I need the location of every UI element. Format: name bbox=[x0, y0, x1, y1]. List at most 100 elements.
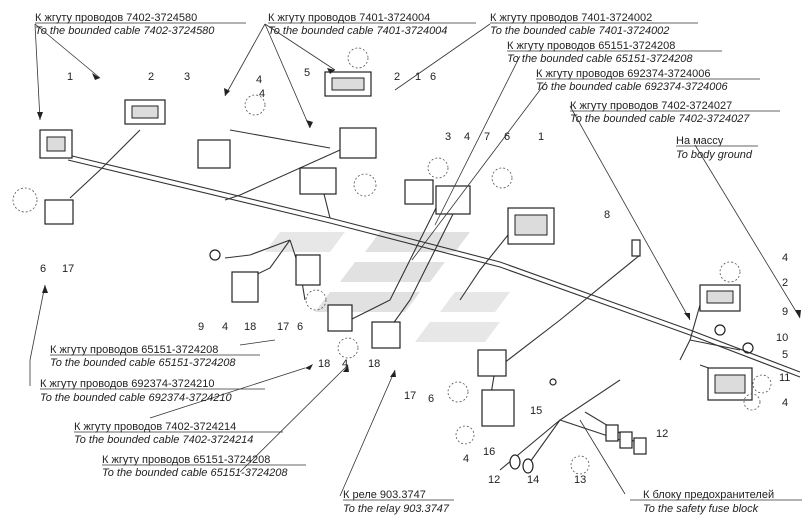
svg-text:К жгуту проводов 65151-3724208: К жгуту проводов 65151-3724208 bbox=[102, 454, 270, 466]
part-number: 18 bbox=[368, 358, 380, 370]
ring-terminal-10 bbox=[742, 342, 754, 354]
svg-text:To body ground: To body ground bbox=[676, 149, 753, 161]
svg-text:To the bounded cable 7401-3724: To the bounded cable 7401-3724002 bbox=[490, 25, 669, 37]
part-number: 4 bbox=[464, 131, 470, 143]
svg-text:К жгуту проводов 7401-3724002: К жгуту проводов 7401-3724002 bbox=[490, 12, 652, 24]
connector-5-mid bbox=[299, 167, 337, 195]
callout-692374-3724006: К жгуту проводов 692374-3724006 To the b… bbox=[536, 68, 760, 93]
svg-text:К жгуту проводов 692374-372421: К жгуту проводов 692374-3724210 bbox=[40, 378, 214, 390]
part-number: 1 bbox=[415, 71, 421, 83]
callout-7402-3724027: К жгуту проводов 7402-3724027 To the bou… bbox=[570, 100, 780, 125]
ring-terminal-9-right bbox=[714, 324, 726, 336]
callouts: К жгуту проводов 7402-3724580 To the bou… bbox=[35, 12, 802, 515]
svg-text:To the bounded cable 692374-37: To the bounded cable 692374-3724006 bbox=[536, 81, 729, 93]
part-number: 4 bbox=[342, 358, 348, 370]
part-number: 4 bbox=[782, 252, 788, 264]
part-number: 11 bbox=[779, 372, 790, 384]
part-number: 2 bbox=[148, 71, 154, 83]
callout-7401-3724002: К жгуту проводов 7401-3724002 To the bou… bbox=[490, 12, 698, 37]
svg-text:К жгуту проводов 7402-3724027: К жгуту проводов 7402-3724027 bbox=[570, 100, 732, 112]
part-number: 17 bbox=[277, 321, 289, 333]
part-number: 2 bbox=[782, 277, 788, 289]
part-number: 4 bbox=[259, 88, 265, 100]
part-number: 12 bbox=[488, 474, 500, 486]
connector-18-mid bbox=[327, 304, 353, 332]
terminal-12-b bbox=[619, 431, 633, 449]
part-number: 3 bbox=[184, 71, 190, 83]
connector-18-left bbox=[231, 271, 259, 303]
connector-17-left bbox=[44, 199, 74, 225]
part-number: 4 bbox=[782, 397, 788, 409]
callout-7401-3724004: К жгуту проводов 7401-3724004 To the bou… bbox=[268, 12, 476, 37]
part-number: 6 bbox=[504, 131, 510, 143]
svg-text:К жгуту проводов 65151-3724208: К жгуту проводов 65151-3724208 bbox=[50, 344, 218, 356]
detail-circles bbox=[12, 47, 772, 475]
svg-text:К жгуту проводов 7402-3724214: К жгуту проводов 7402-3724214 bbox=[74, 421, 236, 433]
svg-text:To the bounded cable 7402-3724: To the bounded cable 7402-3724027 bbox=[570, 113, 750, 125]
connector-3-mid bbox=[404, 179, 434, 205]
connector-1-top bbox=[339, 127, 377, 159]
part-number: 6 bbox=[428, 393, 434, 405]
part-number: 13 bbox=[574, 474, 586, 486]
callout-65151-3724208-left: К жгуту проводов 65151-3724208 To the bo… bbox=[50, 344, 260, 369]
terminal-12-d bbox=[509, 454, 521, 470]
svg-text:To the bounded cable 7401-3724: To the bounded cable 7401-3724004 bbox=[268, 25, 447, 37]
part-number: 4 bbox=[463, 453, 469, 465]
svg-text:To the bounded cable 65151-372: To the bounded cable 65151-3724208 bbox=[50, 357, 236, 369]
part-number: 4 bbox=[222, 321, 228, 333]
part-number: 17 bbox=[62, 263, 74, 275]
part-number: 14 bbox=[527, 474, 539, 486]
arrowheads bbox=[37, 68, 801, 377]
part-number: 4 bbox=[256, 74, 262, 86]
part-number: 12 bbox=[656, 428, 668, 440]
connector-3-top bbox=[197, 139, 231, 169]
part-number: 15 bbox=[530, 405, 542, 417]
svg-text:К блоку предохранителей: К блоку предохранителей bbox=[643, 489, 774, 501]
callout-body-ground: На массу To body ground bbox=[676, 135, 758, 161]
svg-text:To the bounded cable 65151-372: To the bounded cable 65151-3724208 bbox=[102, 467, 288, 479]
harness-trunk bbox=[67, 129, 801, 471]
part-number: 9 bbox=[782, 306, 788, 318]
svg-text:To the bounded cable 65151-372: To the bounded cable 65151-3724208 bbox=[507, 53, 693, 65]
terminal-12-c bbox=[633, 437, 647, 455]
callout-692374-3724210: К жгуту проводов 692374-3724210 To the b… bbox=[40, 378, 265, 404]
connector-16 bbox=[481, 389, 515, 427]
svg-text:To the safety fuse block: To the safety fuse block bbox=[643, 503, 759, 515]
part-number: 16 bbox=[483, 446, 495, 458]
part-numbers: 1 2 3 4 5 6 2 1 3 4 7 6 1 4 6 17 9 4 18 … bbox=[40, 67, 790, 486]
part-number: 5 bbox=[782, 349, 788, 361]
connectors bbox=[39, 71, 754, 474]
svg-text:К жгуту проводов 692374-372400: К жгуту проводов 692374-3724006 bbox=[536, 68, 710, 80]
callout-7402-3724580: К жгуту проводов 7402-3724580 To the bou… bbox=[35, 12, 246, 37]
svg-text:К жгуту проводов 7402-3724580: К жгуту проводов 7402-3724580 bbox=[35, 12, 197, 24]
terminal-14 bbox=[522, 458, 534, 474]
callout-safety-fuse-block: К блоку предохранителей To the safety fu… bbox=[630, 489, 802, 515]
terminal-15 bbox=[549, 378, 557, 386]
leader-lines bbox=[29, 23, 801, 497]
part-number: 18 bbox=[318, 358, 330, 370]
part-number: 1 bbox=[67, 71, 73, 83]
callout-relay-903-3747: К реле 903.3747 To the relay 903.3747 bbox=[343, 489, 454, 515]
part-number: 1 bbox=[538, 131, 544, 143]
svg-text:К реле 903.3747: К реле 903.3747 bbox=[343, 489, 426, 501]
part-number: 7 bbox=[484, 131, 490, 143]
svg-text:To the relay 903.3747: To the relay 903.3747 bbox=[343, 503, 450, 515]
callout-65151-3724208-bottom: К жгуту проводов 65151-3724208 To the bo… bbox=[102, 454, 306, 479]
svg-text:На массу: На массу bbox=[676, 135, 724, 147]
terminal-12-a bbox=[605, 424, 619, 442]
connector-17-lower bbox=[477, 349, 507, 377]
svg-text:К жгуту проводов 7401-3724004: К жгуту проводов 7401-3724004 bbox=[268, 12, 430, 24]
part-number: 5 bbox=[304, 67, 310, 79]
part-number: 9 bbox=[198, 321, 204, 333]
svg-text:To the bounded cable 692374-37: To the bounded cable 692374-3724210 bbox=[40, 392, 233, 404]
connector-18-right bbox=[371, 321, 401, 349]
svg-text:К жгуту проводов 65151-3724208: К жгуту проводов 65151-3724208 bbox=[507, 40, 675, 52]
part-number: 8 bbox=[604, 209, 610, 221]
part-number: 6 bbox=[297, 321, 303, 333]
part-number: 3 bbox=[445, 131, 451, 143]
part-number: 18 bbox=[244, 321, 256, 333]
terminal-8 bbox=[631, 239, 641, 257]
connector-17-mid bbox=[295, 254, 321, 286]
